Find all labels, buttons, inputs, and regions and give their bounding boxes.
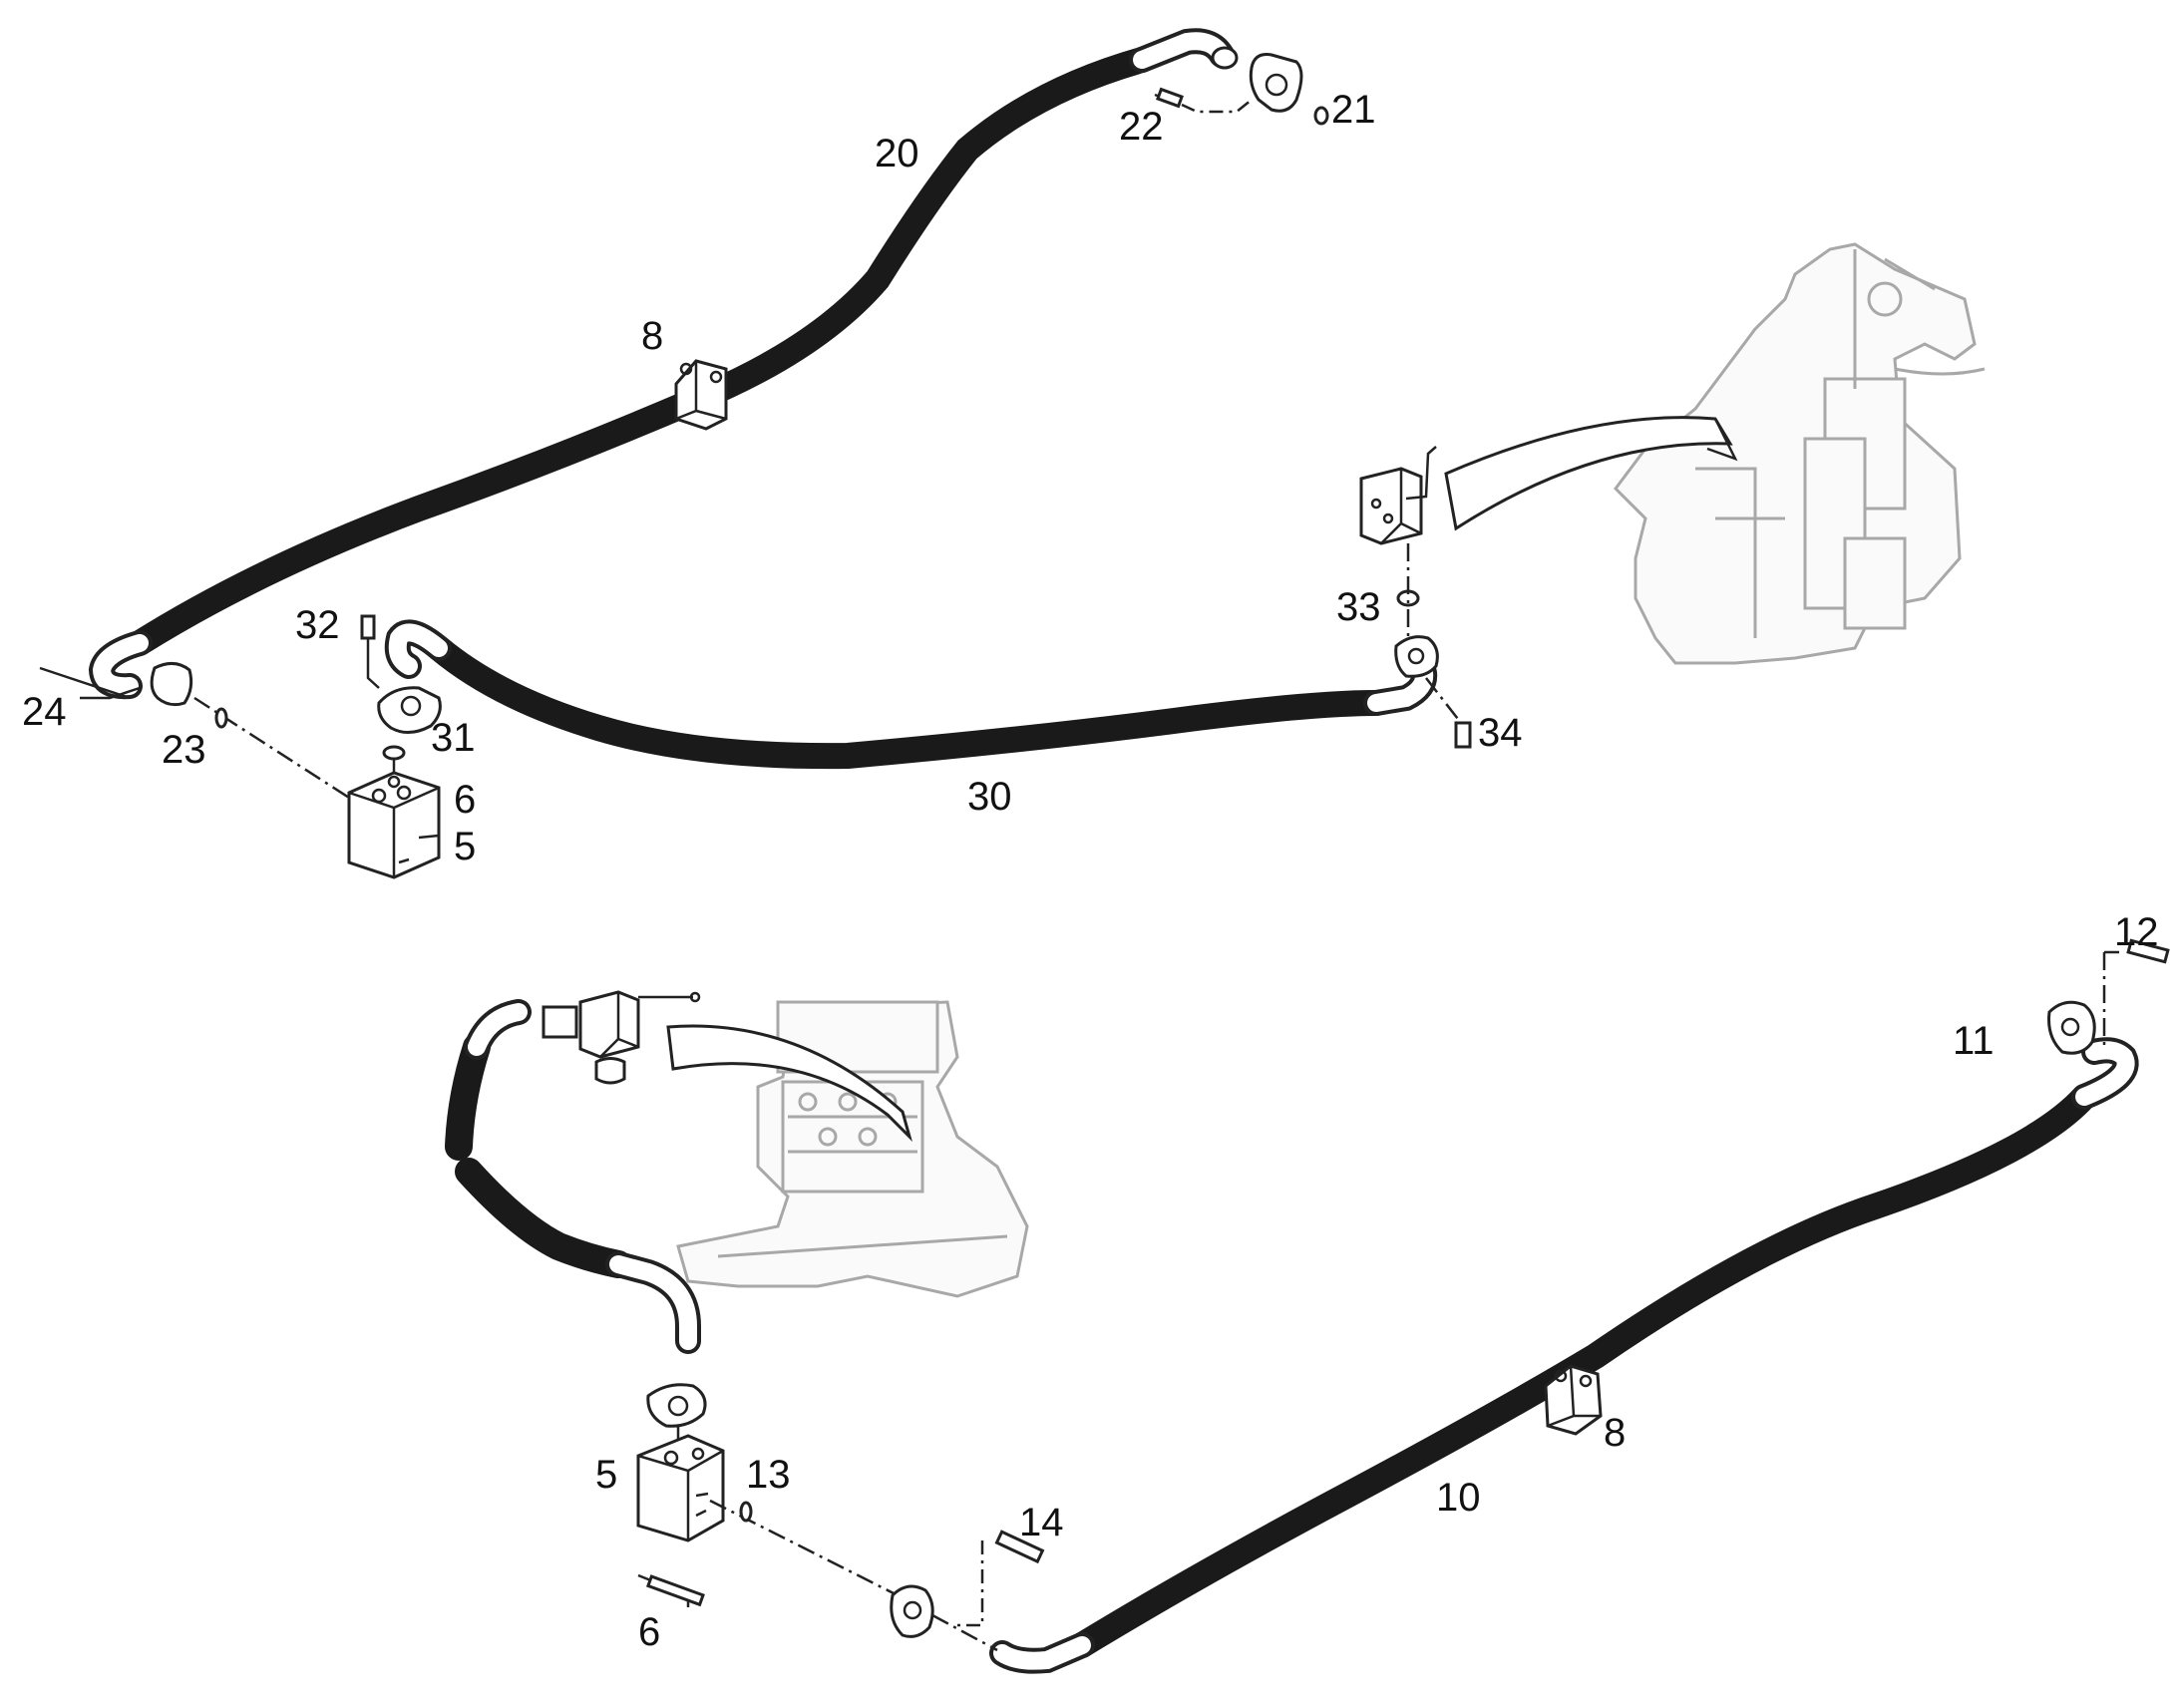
- callout-6-upper: 6: [454, 778, 476, 822]
- callout-21: 21: [1331, 88, 1376, 132]
- callout-10: 10: [1436, 1476, 1481, 1520]
- callout-5-lower: 5: [595, 1453, 617, 1497]
- flange-23-24: [39, 662, 350, 800]
- callout-12: 12: [2114, 910, 2159, 954]
- callout-11: 11: [1953, 1019, 1995, 1063]
- hose-10: [989, 1037, 2139, 1674]
- clamp-8-lower: [1544, 1364, 1603, 1436]
- hose-30: [384, 619, 1438, 770]
- callout-8-lower: 8: [1604, 1411, 1626, 1455]
- callout-23: 23: [162, 728, 206, 772]
- clamp-8-upper: [674, 359, 728, 431]
- callout-8-upper: 8: [641, 314, 663, 358]
- callout-30: 30: [967, 775, 1012, 819]
- flange-11-12: [2047, 938, 2170, 1055]
- valve-block-lower-detail: [542, 990, 912, 1143]
- flange-33-34: [1394, 543, 1472, 749]
- callout-13: 13: [746, 1453, 791, 1497]
- machine-frame-lower: [676, 1000, 1029, 1298]
- flange-31-32: [360, 614, 442, 734]
- callout-33: 33: [1336, 585, 1381, 629]
- callout-20: 20: [875, 132, 919, 175]
- callout-24: 24: [22, 690, 67, 734]
- machine-frame-upper: [1614, 242, 1986, 665]
- flange-14: [890, 1530, 1045, 1652]
- callout-14: 14: [1019, 1501, 1064, 1544]
- hose-20: [88, 28, 1239, 700]
- callout-labels: 20 22 21 8 32 24 23 31 6 5 33 34 30 12 1…: [22, 88, 2159, 1654]
- callout-6-lower: 6: [638, 1610, 660, 1654]
- callout-34: 34: [1478, 711, 1523, 755]
- callout-5-upper: 5: [454, 825, 476, 868]
- callout-22: 22: [1119, 105, 1164, 149]
- callout-32: 32: [295, 603, 340, 647]
- hose-upstream-lower: [445, 999, 701, 1354]
- flange-21-22: [1154, 53, 1329, 126]
- valve-block-5-lower: [636, 1434, 899, 1607]
- valve-block-upper-detail: [1359, 416, 1738, 545]
- callout-31: 31: [431, 716, 476, 760]
- valve-block-5-6-upper: [347, 745, 441, 879]
